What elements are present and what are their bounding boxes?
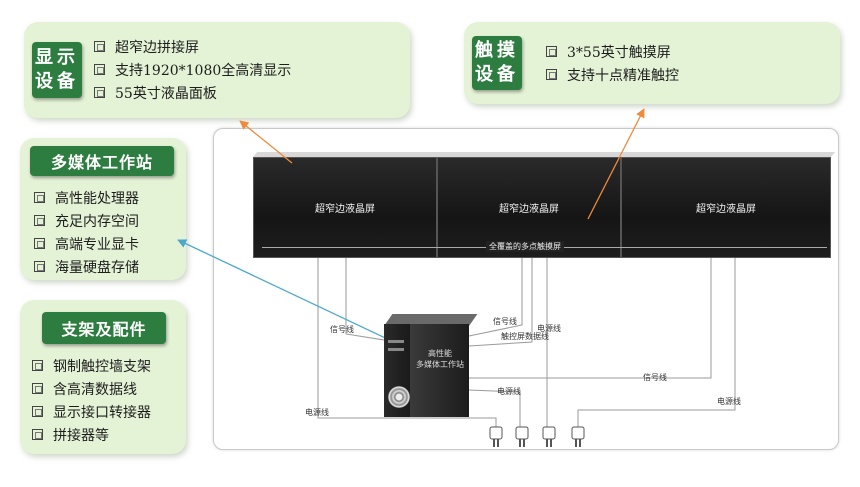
workstation-box: 多媒体工作站 高性能处理器 充足内存空间 高端专业显卡 海量硬盘存储	[20, 138, 186, 280]
display-feature-list: 超窄边拼接屏 支持1920*1080全高清显示 55英寸液晶面板	[94, 35, 291, 104]
checkbox-icon	[32, 429, 43, 440]
list-item: 钢制触控墙支架	[32, 354, 151, 377]
touch-device-badge: 触摸 设备	[472, 36, 522, 90]
lcd-panel-right: 超窄边液晶屏	[621, 157, 831, 258]
display-callout-arrow	[239, 120, 293, 164]
signal-label-right: 信号线	[643, 373, 667, 382]
tower-side	[410, 324, 469, 417]
power-plug-icon	[515, 426, 529, 447]
power-label-pc: 电源线	[497, 387, 521, 396]
list-item: 高端专业显卡	[34, 232, 139, 255]
list-item: 含高清数据线	[32, 377, 151, 400]
checkbox-icon	[34, 261, 45, 272]
list-item: 高性能处理器	[34, 186, 139, 209]
power-cable-pc	[468, 389, 521, 430]
checkbox-icon	[34, 215, 45, 226]
panel-label: 超窄边液晶屏	[315, 204, 375, 215]
power-cable-left	[317, 258, 497, 430]
checkbox-icon	[34, 238, 45, 249]
panel-label: 超窄边液晶屏	[499, 204, 559, 215]
drive-bay	[388, 340, 404, 343]
signal-cable-right	[469, 258, 712, 379]
list-item: 充足内存空间	[34, 209, 139, 232]
signal-cable-center	[468, 258, 523, 337]
list-item: 支持十点精准触控	[546, 63, 679, 86]
display-device-box: 显示 设备 超窄边拼接屏 支持1920*1080全高清显示 55英寸液晶面板	[24, 22, 410, 118]
checkbox-icon	[546, 69, 557, 80]
list-item: 3*55英寸触摸屏	[546, 40, 679, 63]
touch-data-label: 触控屏数据线	[501, 332, 549, 341]
checkbox-icon	[32, 383, 43, 394]
video-wall: 超窄边液晶屏 超窄边液晶屏 超窄边液晶屏	[253, 152, 836, 258]
touch-device-box: 触摸 设备 3*55英寸触摸屏 支持十点精准触控	[464, 22, 840, 104]
lcd-panel-left: 超窄边液晶屏	[253, 157, 437, 258]
workstation-badge: 多媒体工作站	[30, 146, 174, 176]
display-device-badge: 显示 设备	[32, 42, 82, 98]
bracket-feature-list: 钢制触控墙支架 含高清数据线 显示接口转接器 拼接器等	[32, 354, 151, 446]
signal-cable-left	[345, 258, 385, 341]
list-item: 显示接口转接器	[32, 400, 151, 423]
power-plug-icon	[571, 426, 585, 447]
checkbox-icon	[32, 406, 43, 417]
checkbox-icon	[546, 46, 557, 57]
checkbox-icon	[94, 41, 105, 52]
touch-feature-list: 3*55英寸触摸屏 支持十点精准触控	[546, 40, 679, 86]
power-label-right: 电源线	[717, 397, 741, 406]
signal-label-left: 信号线	[330, 325, 354, 334]
power-cable-right	[577, 258, 736, 430]
list-item: 55英寸液晶面板	[94, 81, 291, 104]
checkbox-icon	[32, 360, 43, 371]
power-label-center: 电源线	[537, 324, 561, 333]
touch-coverage-label: 全覆盖的多点触摸屏	[486, 241, 564, 252]
touch-data-cable	[468, 258, 533, 347]
workstation-feature-list: 高性能处理器 充足内存空间 高端专业显卡 海量硬盘存储	[34, 186, 139, 278]
power-plug-icon	[489, 426, 503, 447]
fan-icon	[388, 386, 410, 408]
checkbox-icon	[94, 64, 105, 75]
list-item: 支持1920*1080全高清显示	[94, 58, 291, 81]
panel-label: 超窄边液晶屏	[696, 204, 756, 215]
bracket-box: 支架及配件 钢制触控墙支架 含高清数据线 显示接口转接器 拼接器等	[20, 300, 186, 454]
list-item: 超窄边拼接屏	[94, 35, 291, 58]
workstation-label: 高性能 多媒体工作站	[416, 349, 464, 369]
signal-label-center: 信号线	[493, 317, 517, 326]
drive-bay	[388, 348, 404, 351]
list-item: 拼接器等	[32, 423, 151, 446]
power-plug-icon	[542, 426, 556, 447]
touch-callout-arrow	[587, 108, 645, 220]
power-label-left: 电源线	[305, 408, 329, 417]
bracket-badge: 支架及配件	[42, 312, 166, 344]
checkbox-icon	[34, 192, 45, 203]
checkbox-icon	[94, 87, 105, 98]
list-item: 海量硬盘存储	[34, 255, 139, 278]
workstation-tower: 高性能 多媒体工作站	[384, 314, 478, 417]
workstation-callout-arrow	[177, 239, 399, 345]
